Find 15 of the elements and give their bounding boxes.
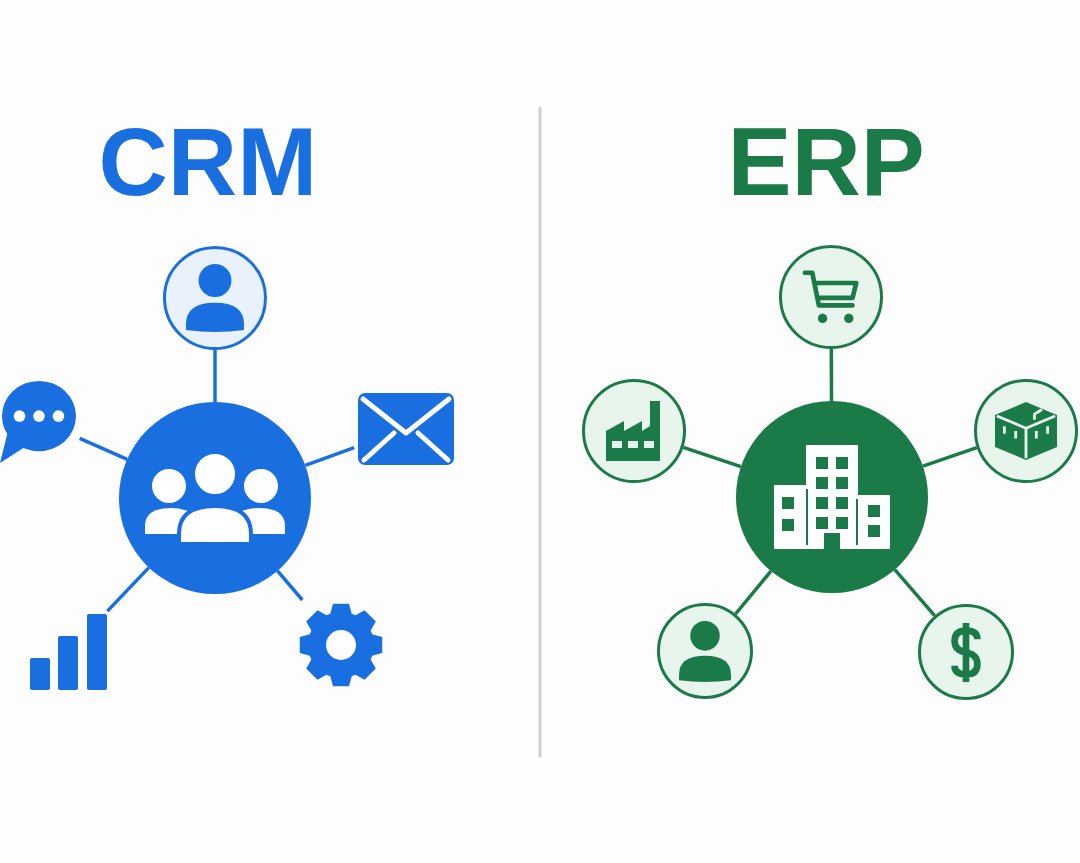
heading: CRM xyxy=(98,114,318,210)
gear-icon xyxy=(299,603,383,687)
connector-line xyxy=(213,350,217,402)
connector-line xyxy=(829,349,834,401)
connector-line xyxy=(79,436,128,461)
connector-line xyxy=(106,566,151,613)
connector-line xyxy=(734,570,773,616)
connector-line xyxy=(304,446,355,468)
bar-chart-icon xyxy=(30,614,107,690)
connector-line xyxy=(682,445,742,469)
connector-line xyxy=(922,446,978,468)
heading: ERP xyxy=(727,114,925,210)
envelope-icon xyxy=(358,393,454,465)
connector-line xyxy=(893,568,936,617)
connector-line xyxy=(276,569,304,602)
